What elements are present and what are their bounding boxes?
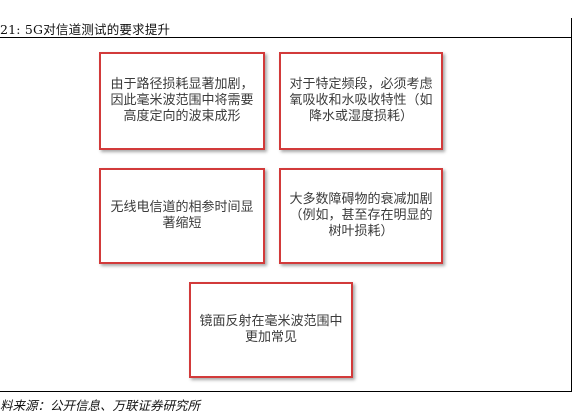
figure-title: 21: 5G对信道测试的要求提升 — [0, 22, 171, 37]
source-note: 料来源：公开信息、万联证券研究所 — [0, 398, 201, 413]
card-specular-reflection: 镜面反射在毫米波范围中更加常见 — [189, 282, 353, 378]
card-path-loss-beamforming: 由于路径损耗显著加剧，因此毫米波范围中将需要高度定向的波束成形 — [99, 52, 265, 150]
card-coherence-time: 无线电信道的相参时间显著缩短 — [99, 168, 265, 264]
figure-frame — [0, 38, 572, 392]
figure-title-bar: 21: 5G对信道测试的要求提升 — [0, 18, 572, 38]
card-text: 大多数障碍物的衰减加剧（例如，甚至存在明显的树叶损耗） — [289, 192, 433, 239]
card-oxygen-water-absorption: 对于特定频段，必须考虑氧吸收和水吸收特性（如降水或湿度损耗） — [279, 52, 443, 150]
card-text: 无线电信道的相参时间显著缩短 — [110, 200, 254, 231]
card-obstacle-attenuation: 大多数障碍物的衰减加剧（例如，甚至存在明显的树叶损耗） — [279, 168, 443, 264]
card-text: 镜面反射在毫米波范围中更加常见 — [199, 314, 343, 345]
card-text: 由于路径损耗显著加剧，因此毫米波范围中将需要高度定向的波束成形 — [110, 77, 254, 124]
card-text: 对于特定频段，必须考虑氧吸收和水吸收特性（如降水或湿度损耗） — [289, 77, 433, 124]
